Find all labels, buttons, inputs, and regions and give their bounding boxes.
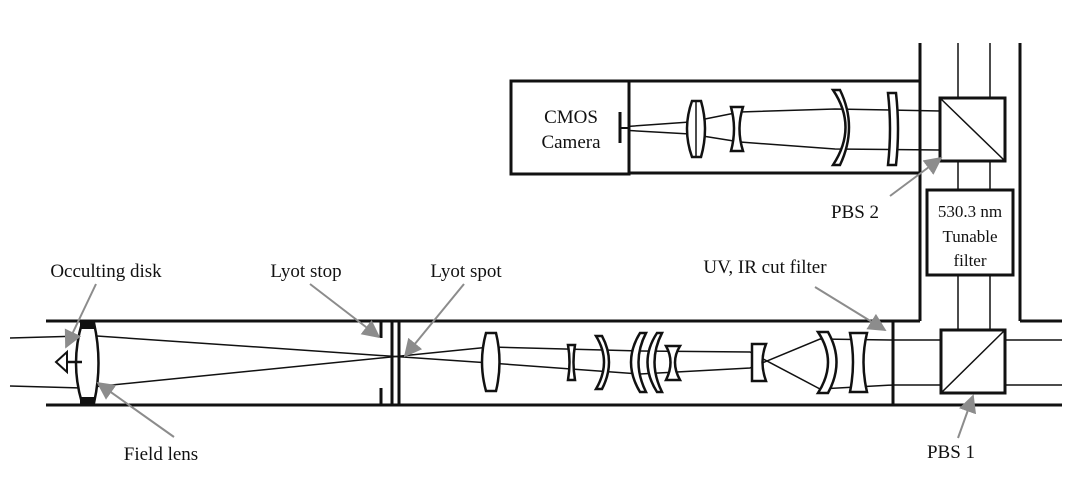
camera-lens-3	[830, 88, 851, 167]
relay-lens-8	[815, 330, 838, 395]
ray-a	[81, 334, 491, 364]
camera-body	[509, 79, 631, 176]
label-lyot-spot: Lyot spot	[430, 261, 502, 282]
camera-label-line2: Camera	[541, 132, 601, 153]
housing	[46, 43, 1062, 407]
arrow-lyot-stop	[309, 283, 381, 339]
relay-optics	[480, 330, 869, 395]
field-lens-mount-bottom	[80, 397, 94, 405]
arrow-lyot-spot	[403, 283, 465, 358]
pbs2-diagonal	[939, 97, 1006, 162]
light-paths	[9, 43, 1062, 390]
arrow-field-lens	[96, 381, 175, 438]
camera-label-line1: CMOS	[544, 107, 598, 128]
relay-lens-6	[663, 344, 683, 382]
tunable-filter-label-line2: Tunable	[942, 227, 997, 246]
field-lens-mount-top	[80, 321, 94, 329]
relay-lens-5	[646, 331, 665, 394]
front-end	[54, 321, 100, 405]
ray-a-relay	[489, 338, 894, 375]
relay-lens-7	[750, 342, 768, 383]
pbs2	[938, 96, 1007, 163]
relay-lens-3	[593, 334, 611, 391]
arrow-uv-ir-cut-filter	[814, 286, 887, 331]
tunable-filter-label-line1: 530.3 nm	[938, 202, 1002, 221]
label-pbs1: PBS 1	[927, 442, 975, 463]
tunable-filter-box	[925, 188, 1015, 277]
occulting-disk	[54, 349, 68, 375]
tunable-filter: 530.3 nm Tunable filter	[925, 188, 1015, 277]
label-field-lens: Field lens	[124, 444, 198, 465]
label-pbs2: PBS 2	[831, 202, 879, 223]
arrow-pbs2	[889, 156, 943, 197]
label-occulting-disk: Occulting disk	[50, 261, 162, 282]
camera-lens-2	[729, 105, 745, 153]
camera-lens-4	[886, 91, 900, 167]
arrow-pbs1	[957, 394, 977, 439]
cmos-camera: CMOS Camera	[509, 79, 631, 176]
callout-arrows	[64, 156, 977, 439]
lyot-elements	[379, 322, 401, 404]
arrow-occulting-disk	[64, 283, 97, 349]
label-uv-ir-cut-filter: UV, IR cut filter	[703, 257, 827, 278]
input-ray-bottom	[9, 385, 83, 389]
relay-lens-4	[629, 331, 649, 394]
callout-labels: PBS 2 PBS 1 Occulting disk Lyot stop Lyo…	[50, 202, 975, 465]
label-lyot-stop: Lyot stop	[270, 261, 341, 282]
ray-b	[81, 346, 491, 389]
relay-lens-2	[566, 343, 577, 382]
pbs1	[939, 328, 1007, 395]
relay-lens-1	[480, 331, 501, 393]
ray-b-relay	[489, 346, 894, 390]
camera-optics	[685, 88, 900, 167]
pbs1-diagonal	[940, 329, 1006, 394]
relay-lens-9	[848, 331, 869, 394]
tunable-filter-label-line3: filter	[953, 251, 986, 270]
